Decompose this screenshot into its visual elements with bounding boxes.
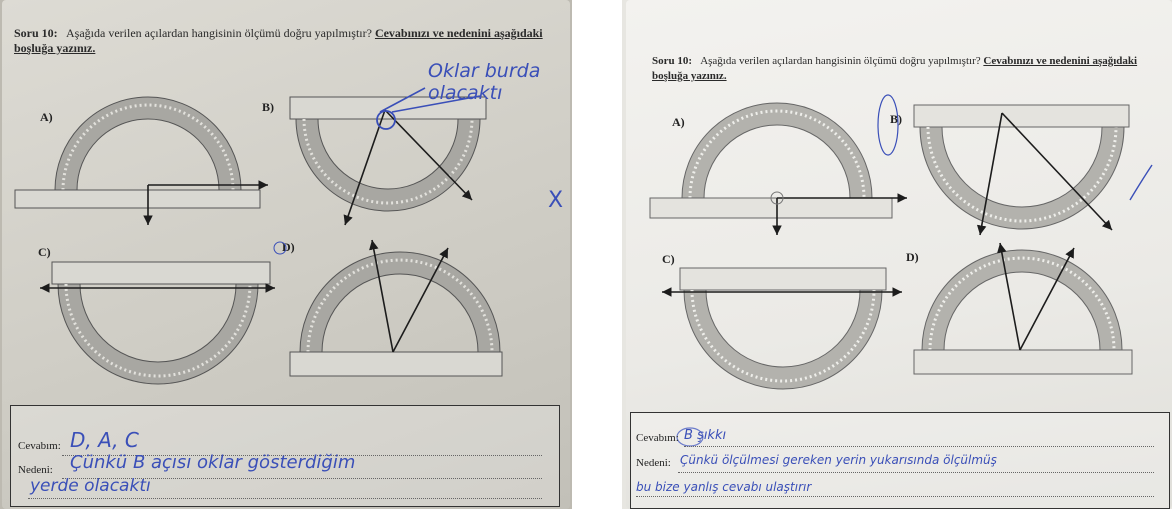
protractor-a — [14, 96, 268, 225]
option-b-label: B) — [890, 112, 902, 126]
protractor-d — [289, 239, 503, 377]
option-c-label: C) — [662, 252, 675, 266]
reason-line-extra — [28, 498, 542, 499]
protractor-b — [877, 94, 1130, 236]
option-d-label: D) — [906, 250, 919, 264]
question-header: Soru 10: Aşağıda verilen açılardan hangi… — [14, 26, 554, 56]
reason-label: Nedeni: — [18, 464, 53, 476]
question-number: Soru 10: — [652, 55, 693, 67]
question-text: Aşağıda verilen açılardan hangisinin ölç… — [700, 55, 981, 67]
option-a-label: A) — [40, 110, 53, 124]
worksheet-paper — [626, 0, 1172, 509]
protractor-b — [289, 87, 487, 226]
protractor-d — [913, 242, 1133, 375]
option-c-label: C) — [38, 245, 51, 259]
answer-label: Cevabım: — [636, 432, 679, 444]
answer-value: D, A, C — [70, 428, 139, 452]
answer-box — [10, 405, 560, 507]
question-text: Aşağıda verilen açılardan hangisinin ölç… — [66, 26, 372, 40]
left-figures — [14, 87, 503, 385]
question-header: Soru 10: Aşağıda verilen açılardan hangi… — [652, 54, 1172, 84]
reason-line-extra — [636, 496, 1154, 497]
answer-label: Cevabım: — [18, 440, 61, 452]
question-number: Soru 10: — [14, 26, 58, 40]
protractor-c — [40, 261, 275, 385]
protractor-c — [662, 267, 902, 390]
answer-line — [684, 446, 1154, 447]
question-instruction: Cevabınızı ve nedenini aşağıdaki boşluğa… — [14, 26, 543, 55]
reason-line-1: Çünkü ölçülmesi gereken yerin yukarısınd… — [680, 453, 997, 467]
option-a-label: A) — [672, 115, 685, 129]
option-b-label: B) — [262, 100, 274, 114]
handwritten-note: Oklar burda olacaktı — [428, 60, 541, 104]
reason-line-1: Çünkü B açısı oklar gösterdiğim — [70, 452, 356, 473]
reason-label: Nedeni: — [636, 457, 671, 469]
worksheet-paper — [2, 0, 570, 509]
protractor-a — [649, 102, 907, 235]
left-worksheet-photo: Soru 10: Aşağıda verilen açılardan hangi… — [0, 0, 572, 509]
right-figures — [649, 94, 1153, 447]
reason-line-2: yerde olacaktı — [30, 476, 151, 496]
answer-value: B şıkkı — [684, 428, 727, 443]
reason-line — [678, 472, 1154, 473]
reason-line — [62, 478, 542, 479]
x-mark: X — [548, 188, 564, 213]
question-instruction: Cevabınızı ve nedenini aşağıdaki boşluğa… — [652, 55, 1138, 82]
right-worksheet-photo: Soru 10: Aşağıda verilen açılardan hangi… — [622, 0, 1172, 509]
reason-line-2: bu bize yanlış cevabı ulaştırır — [636, 480, 812, 494]
answer-line — [62, 455, 542, 456]
